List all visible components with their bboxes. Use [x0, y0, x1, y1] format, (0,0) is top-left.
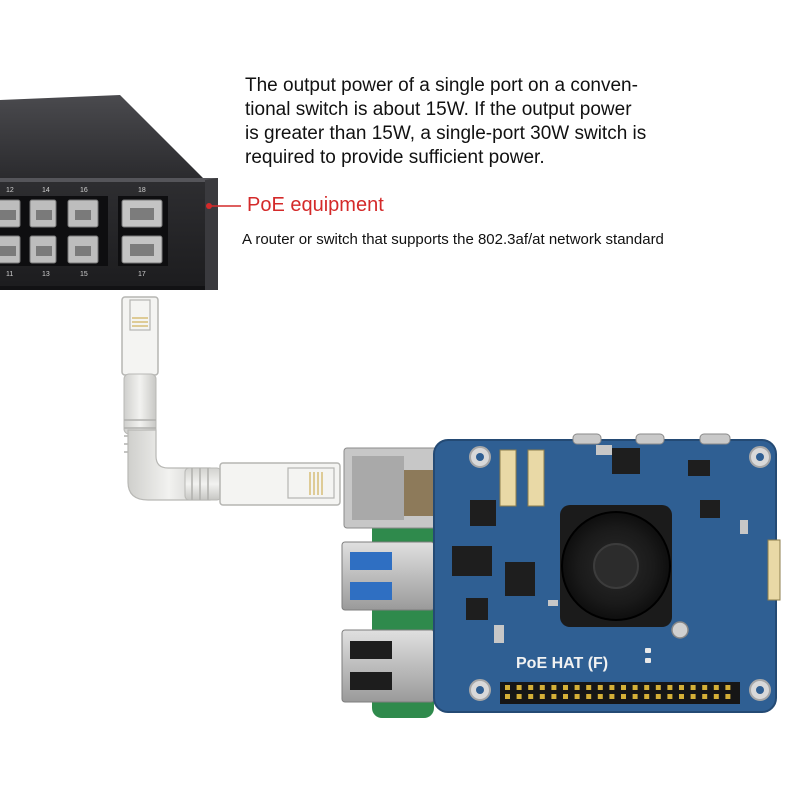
- port-number: 13: [42, 271, 50, 278]
- gpio-pin: [713, 685, 719, 690]
- gpio-pins: [505, 685, 731, 699]
- gpio-pin: [609, 685, 615, 690]
- gpio-pin: [551, 685, 557, 690]
- gpio-pin: [574, 685, 580, 690]
- gpio-pin: [655, 694, 661, 699]
- gpio-pin: [644, 694, 650, 699]
- port-number: 17: [138, 271, 146, 278]
- usb2-port: [341, 629, 435, 703]
- gpio-pin: [563, 685, 568, 690]
- gpio-pin: [563, 694, 568, 699]
- network-switch: 12 14 16 18 11 13 15 17: [0, 95, 218, 290]
- port-number: 18: [138, 187, 146, 194]
- gpio-pin: [574, 694, 580, 699]
- power-description: The output power of a single port on a c…: [245, 74, 745, 170]
- gpio-pin: [667, 685, 673, 690]
- gpio-pin: [702, 694, 708, 699]
- power-description-line: tional switch is about 15W. If the outpu…: [245, 99, 632, 120]
- port-number: 11: [6, 271, 13, 278]
- gpio-pin: [516, 685, 522, 690]
- rj45-port-bank: [0, 196, 108, 266]
- gpio-pin: [539, 694, 545, 699]
- gpio-pin: [528, 685, 534, 690]
- gpio-pin: [621, 694, 626, 699]
- gpio-pin: [725, 685, 731, 690]
- gpio-pin: [551, 694, 557, 699]
- poe-equipment-description: A router or switch that supports the 802…: [242, 231, 664, 248]
- poe-hat-board: PoE HAT (F): [433, 433, 781, 713]
- ethernet-cable: [121, 296, 341, 506]
- raspberry-pi-board: [341, 447, 449, 718]
- gpio-pin: [505, 694, 510, 699]
- gpio-pin: [725, 694, 731, 699]
- cooling-fan: [560, 505, 672, 627]
- gpio-pin: [621, 685, 626, 690]
- gpio-pin: [690, 694, 696, 699]
- gpio-pin: [644, 685, 650, 690]
- board-label: PoE HAT (F): [516, 655, 608, 672]
- gpio-pin: [505, 685, 510, 690]
- gpio-pin: [528, 694, 534, 699]
- power-description-line: is greater than 15W, a single-port 30W s…: [245, 123, 647, 144]
- port-number: 15: [80, 271, 88, 278]
- gpio-pin: [679, 694, 684, 699]
- gpio-pin: [655, 685, 661, 690]
- gpio-pin: [713, 694, 719, 699]
- screw-icon: [671, 621, 689, 639]
- power-description-line: The output power of a single port on a c…: [245, 75, 638, 96]
- gpio-pin: [667, 694, 673, 699]
- gpio-pin: [632, 685, 638, 690]
- poe-equipment-title: PoE equipment: [247, 194, 384, 216]
- gpio-pin: [702, 685, 708, 690]
- gpio-pin: [539, 685, 545, 690]
- gpio-pin: [586, 685, 592, 690]
- uplink-ports: [118, 196, 168, 266]
- callout-pointer: [206, 203, 241, 209]
- port-number: 16: [80, 187, 88, 194]
- gpio-pin: [597, 685, 603, 690]
- port-number: 12: [6, 187, 14, 194]
- gpio-pin: [690, 685, 696, 690]
- gpio-pin: [586, 694, 592, 699]
- gpio-pin: [516, 694, 522, 699]
- port-number: 14: [42, 187, 50, 194]
- gpio-pin: [597, 694, 603, 699]
- gpio-pin: [679, 685, 684, 690]
- gpio-pin: [632, 694, 638, 699]
- gpio-pin: [609, 694, 615, 699]
- power-description-line: required to provide sufficient power.: [245, 147, 545, 168]
